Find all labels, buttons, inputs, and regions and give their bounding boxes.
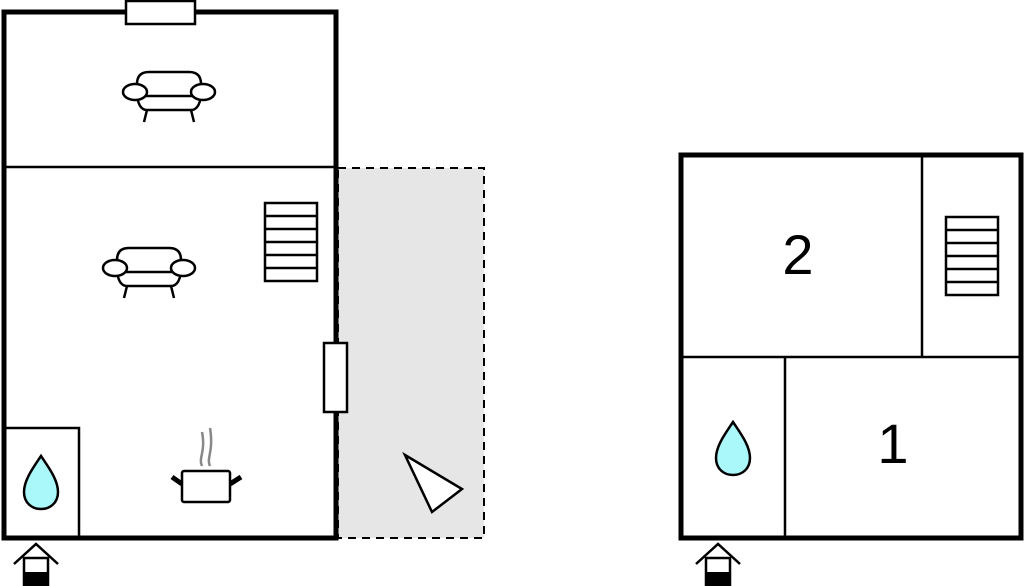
ground-floor	[1, 0, 485, 586]
door-icon	[322, 341, 349, 414]
water-drop-icon	[22, 454, 60, 511]
window-icon	[124, 0, 197, 26]
cooking-pot-icon	[170, 427, 243, 504]
sofa-icon	[121, 70, 217, 124]
stairs-icon	[263, 201, 319, 283]
entrance-icon	[694, 542, 742, 586]
terrace-icon	[402, 451, 465, 514]
upper-floor: 2 1	[678, 152, 1024, 586]
bathroom	[2, 426, 81, 540]
entrance-icon	[12, 542, 60, 586]
sofa-icon	[101, 246, 197, 300]
room-label-1: 1	[877, 412, 908, 475]
stairs-icon	[944, 215, 1000, 297]
room-label-2: 2	[782, 223, 813, 286]
terrace	[337, 167, 485, 539]
outer-wall	[678, 152, 1024, 541]
water-drop-icon	[714, 420, 752, 477]
